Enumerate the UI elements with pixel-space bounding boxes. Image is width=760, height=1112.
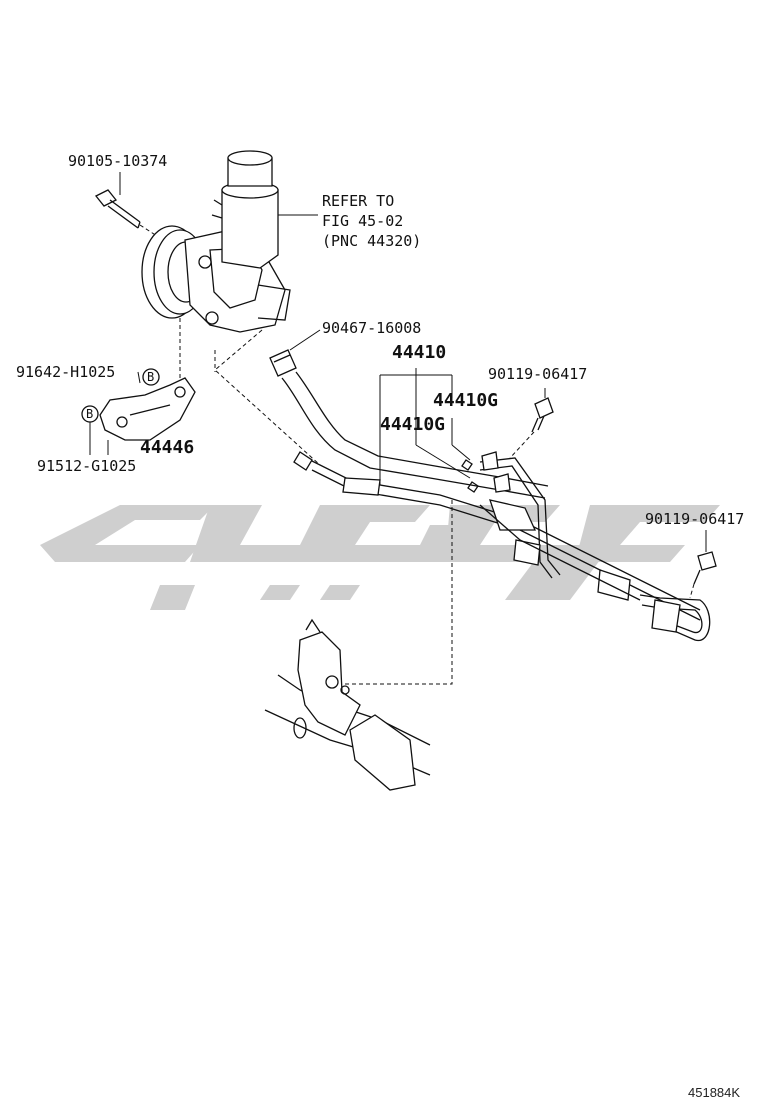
refer-note-line1: REFER TO <box>322 192 394 210</box>
pump-drawing-icon[interactable] <box>141 150 291 333</box>
union-bolt-icon[interactable] <box>693 551 717 585</box>
part-number-bracket[interactable]: 44446 <box>140 437 194 458</box>
part-number-hose-assy[interactable]: 44410 <box>392 342 446 363</box>
part-number-oring[interactable]: 90467-16008 <box>322 319 421 337</box>
part-number-clamp-bolt[interactable]: 91642-H1025 <box>16 363 115 381</box>
part-number-union-bolt-a[interactable]: 90119-06417 <box>488 365 587 383</box>
callout-b-label: B <box>86 407 93 421</box>
figure-id: 451884K <box>688 1085 740 1100</box>
oring-icon[interactable] <box>269 349 297 377</box>
refer-note-line2: FIG 45-02 <box>322 212 403 230</box>
callout-b-label: B <box>147 370 154 384</box>
part-number-gasket-b[interactable]: 44410G <box>380 414 445 435</box>
part-number-bolt[interactable]: 90105-10374 <box>68 152 167 170</box>
gear-box-drawing-icon[interactable] <box>264 618 431 791</box>
part-number-union-bolt-b[interactable]: 90119-06417 <box>645 510 744 528</box>
callout-b-marker-2: B <box>81 405 99 423</box>
callout-b-marker-1: B <box>142 368 160 386</box>
refer-note-line3[interactable]: (PNC 44320) <box>322 232 421 250</box>
part-number-gasket-a[interactable]: 44410G <box>433 390 498 411</box>
bolt-icon[interactable] <box>94 189 141 229</box>
part-number-washer-bolt[interactable]: 91512-G1025 <box>37 457 136 475</box>
bracket-icon[interactable] <box>99 377 196 441</box>
hose-drawing-icon[interactable] <box>281 371 711 641</box>
union-bolt-icon[interactable] <box>531 397 554 433</box>
